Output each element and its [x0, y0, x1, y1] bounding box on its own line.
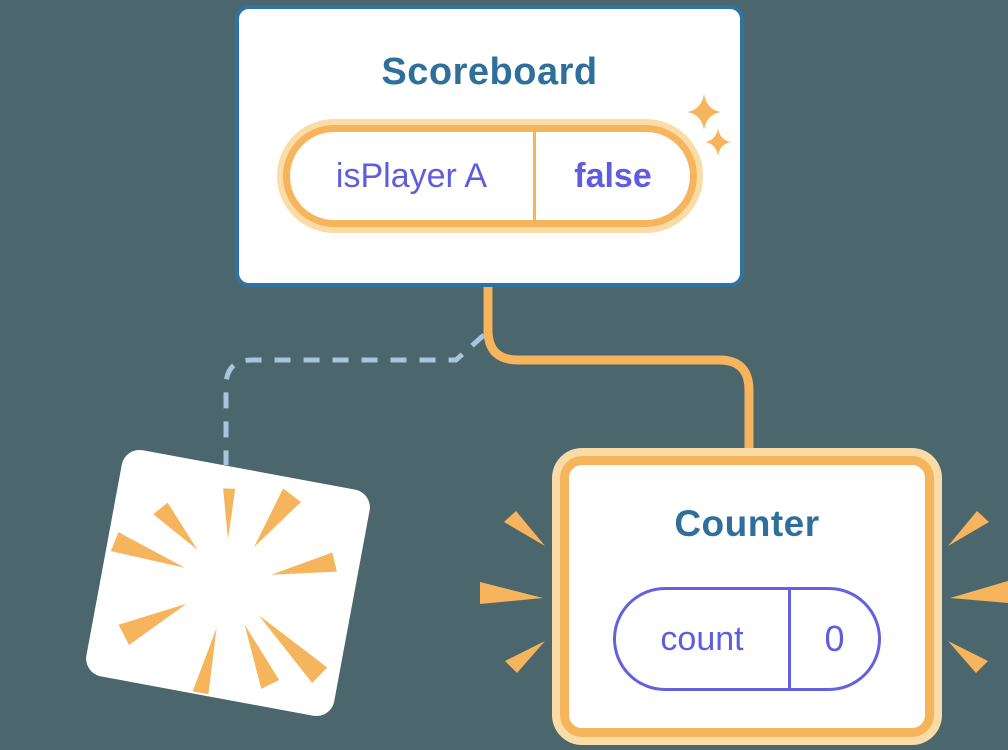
solid-connector-line — [483, 285, 754, 456]
counter-state-pill: count 0 — [613, 587, 881, 691]
scoreboard-state-key: isPlayer A — [290, 132, 536, 220]
counter-card-highlight: Counter count 0 — [552, 448, 942, 745]
destroyed-component-card — [83, 446, 373, 720]
dashed-connector-line — [223, 333, 486, 465]
burst-icon — [110, 488, 337, 695]
sparkle-icon — [687, 94, 731, 156]
counter-card: Counter count 0 — [560, 456, 934, 737]
counter-state-value: 0 — [824, 618, 845, 659]
scoreboard-card: Scoreboard isPlayer A false — [235, 5, 744, 287]
counter-title: Counter — [674, 503, 820, 544]
scoreboard-state-pill-glow: isPlayer A false — [277, 119, 703, 233]
scoreboard-state-value: false — [574, 156, 652, 195]
scoreboard-title: Scoreboard — [381, 51, 598, 93]
counter-state-key: count — [616, 590, 791, 688]
scoreboard-state-pill: isPlayer A false — [283, 125, 697, 227]
